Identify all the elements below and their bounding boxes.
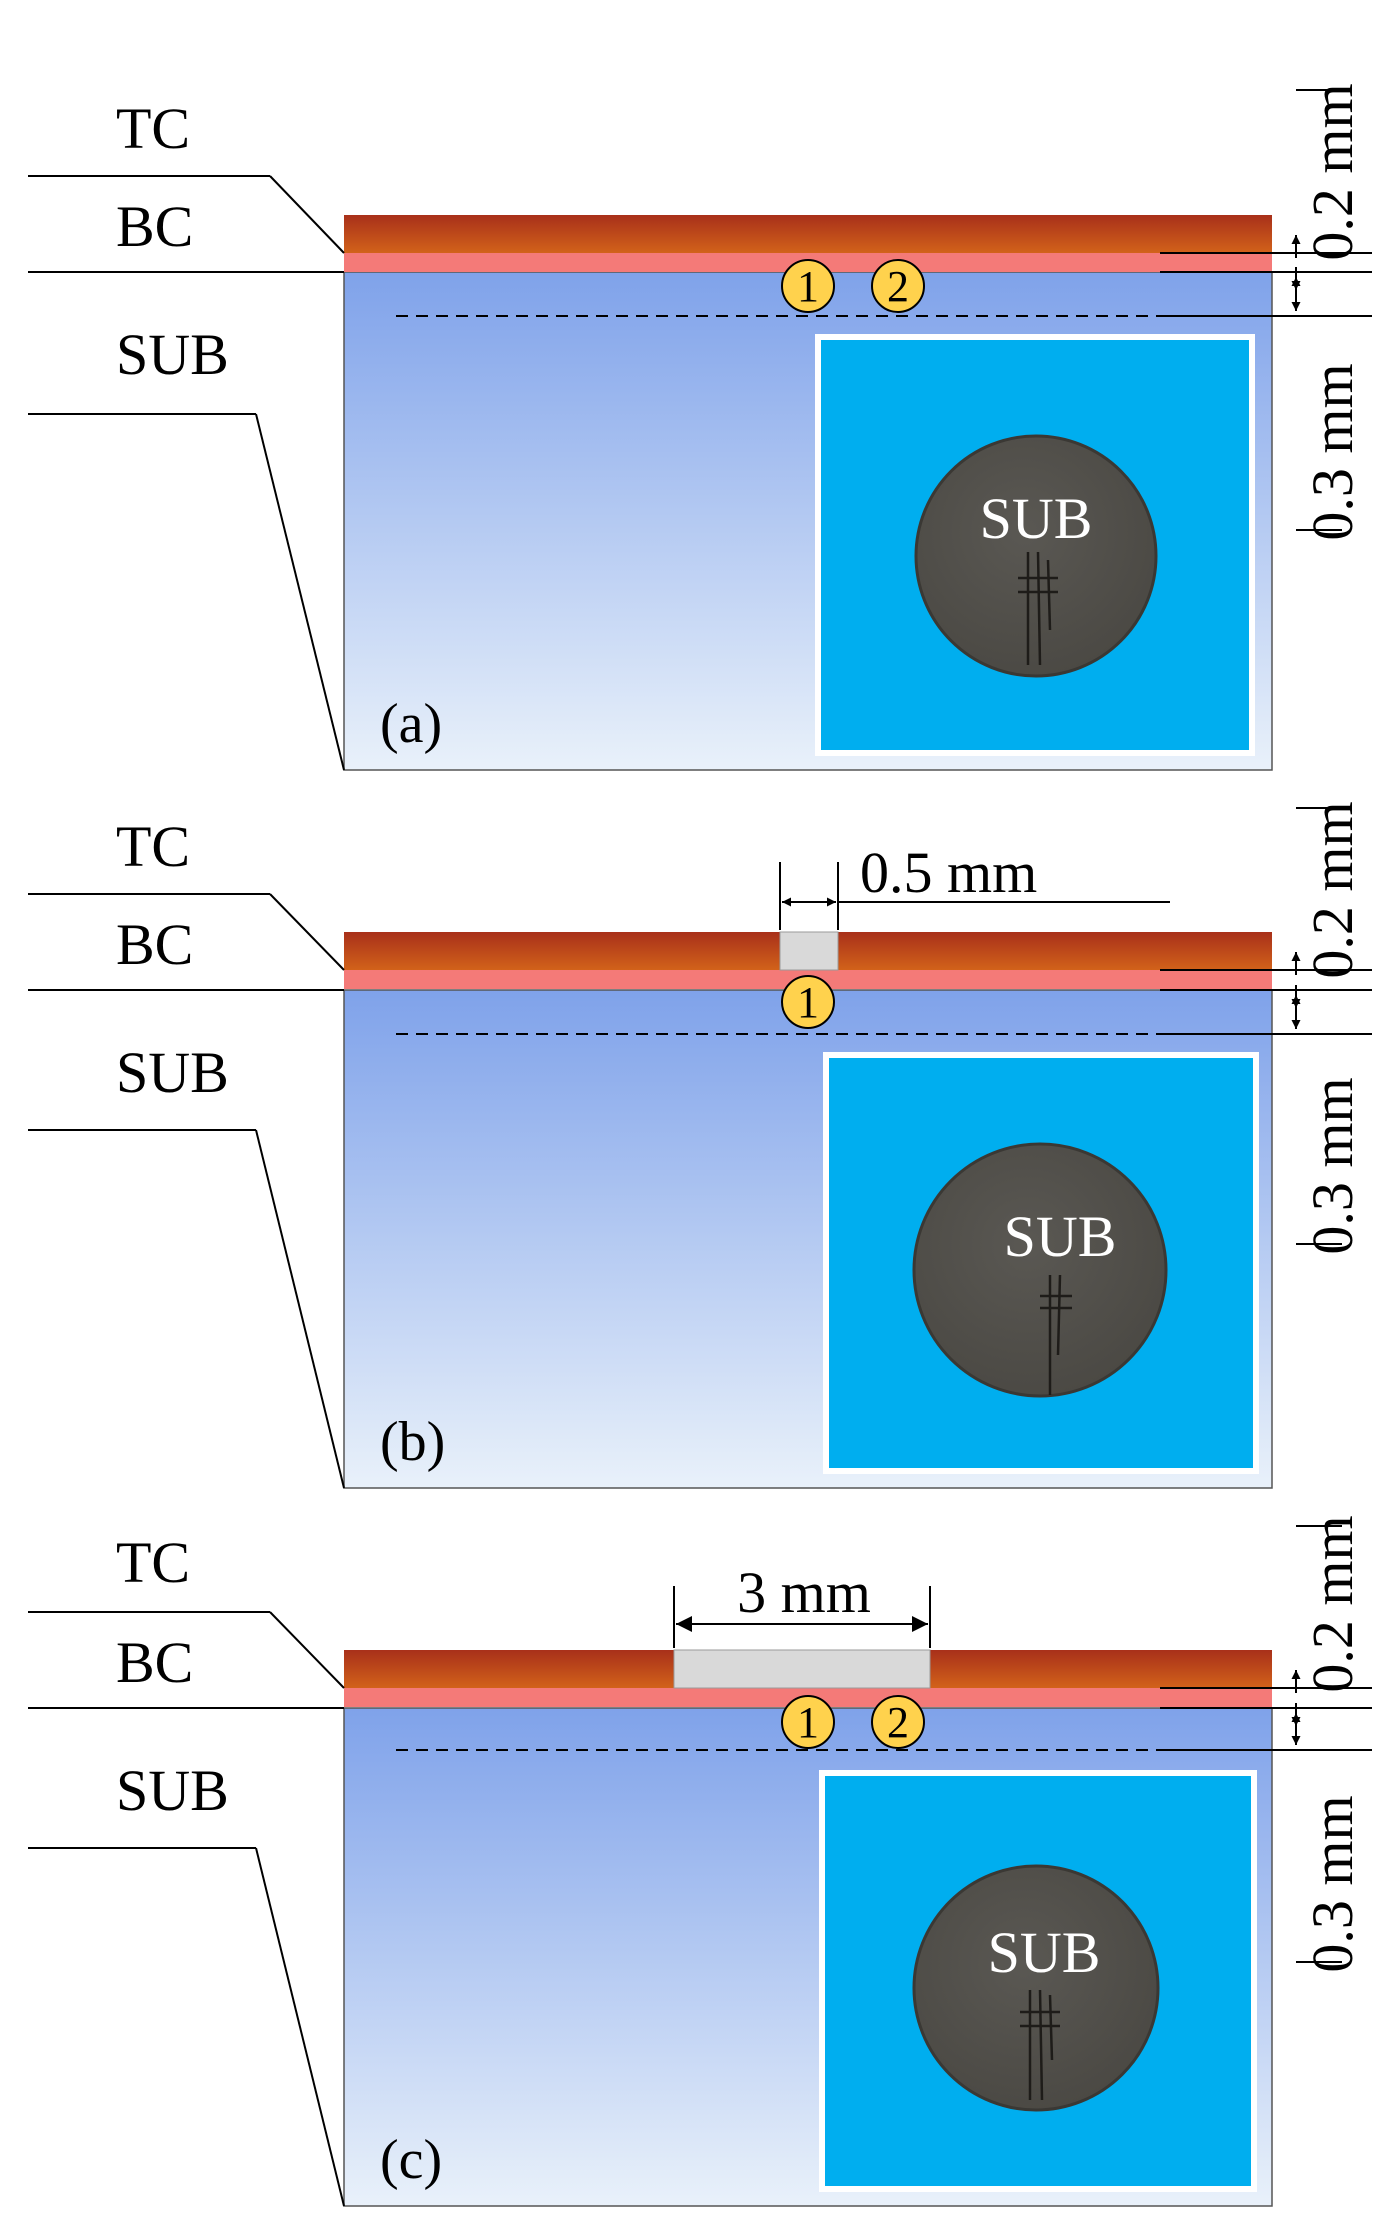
sample-photo-inset: SUB: [815, 334, 1255, 756]
damage-width-label: 0.5 mm: [860, 840, 1037, 905]
sub-label: SUB: [116, 1040, 229, 1105]
panel-label: (a): [380, 693, 442, 755]
dimension-lines: [1160, 807, 1372, 1245]
sample-photo-inset: SUB: [819, 1770, 1257, 2192]
svg-text:1: 1: [797, 262, 819, 311]
sample-label: SUB: [988, 1920, 1101, 1985]
damage-zone: [779, 931, 839, 971]
sample-label: SUB: [1004, 1204, 1117, 1269]
dimension-lines: [1160, 1525, 1372, 1963]
bc-label: BC: [116, 912, 193, 977]
svg-text:2: 2: [887, 1698, 909, 1747]
sub-label: SUB: [116, 322, 229, 387]
sample-label: SUB: [980, 486, 1093, 551]
sample-disc: [912, 1142, 1168, 1398]
panel-label: (c): [380, 2129, 442, 2191]
thermocouple-marker-2: 2: [871, 1695, 925, 1749]
thermocouple-wires-icon: [1020, 1989, 1060, 2101]
thermocouple-wires-icon: [1040, 1274, 1072, 1395]
thermocouple-marker-1: 1: [781, 975, 835, 1029]
damage-width-dimension: [779, 862, 1170, 930]
sample-disc: [912, 1864, 1160, 2112]
panel-b: TC BC SUB 1 0.5 mm SUB (b): [28, 801, 1372, 1489]
sub-label: SUB: [116, 1758, 229, 1823]
dimension-lines: [1160, 89, 1372, 531]
top-coat-layer: [344, 215, 1272, 253]
bc-label: BC: [116, 194, 193, 259]
panel-a: TC BC SUB 1 2 SUB (a): [28, 83, 1372, 771]
tc-label: TC: [116, 96, 190, 161]
coating-thickness-label: 0.2 mm: [1300, 801, 1365, 978]
damage-width-label: 3 mm: [737, 1560, 871, 1625]
damage-zone: [673, 1649, 931, 1689]
sample-photo-inset: SUB: [823, 1052, 1259, 1474]
tc-label: TC: [116, 1530, 190, 1595]
thermocouple-wires-icon: [1018, 551, 1058, 666]
damage-width-dimension: [673, 1586, 931, 1648]
sample-disc: [914, 434, 1158, 678]
bc-label: BC: [116, 1630, 193, 1695]
svg-text:1: 1: [797, 1698, 819, 1747]
thermocouple-marker-2: 2: [871, 259, 925, 313]
panel-c: TC BC SUB 1 2 3 mm SUB: [28, 1515, 1372, 2207]
coating-thickness-label: 0.2 mm: [1300, 83, 1365, 260]
tc-label: TC: [116, 814, 190, 879]
svg-text:1: 1: [797, 978, 819, 1027]
depth-label: 0.3 mm: [1300, 363, 1365, 540]
thermocouple-marker-1: 1: [781, 1695, 835, 1749]
svg-text:2: 2: [887, 262, 909, 311]
panel-label: (b): [380, 1411, 445, 1473]
depth-label: 0.3 mm: [1300, 1795, 1365, 1972]
thermocouple-marker-1: 1: [781, 259, 835, 313]
depth-label: 0.3 mm: [1300, 1077, 1365, 1254]
coating-thickness-label: 0.2 mm: [1300, 1515, 1365, 1692]
